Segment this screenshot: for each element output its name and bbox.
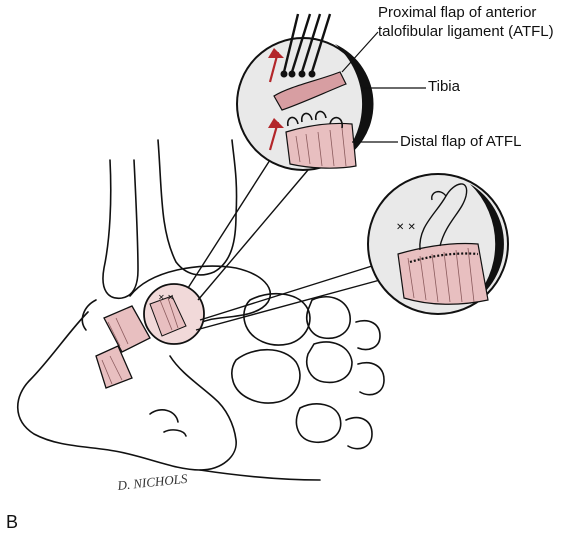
proximal-flap-label: Proximal flap of anterior xyxy=(378,4,537,21)
foot-bones-illustration xyxy=(17,139,385,481)
calcaneus-bone xyxy=(17,311,237,471)
cuboid-bone xyxy=(231,349,301,404)
artist-signature: D. NICHOLS xyxy=(116,471,189,493)
proximal-flap-label-line2: talofibular ligament (ATFL) xyxy=(378,23,554,40)
proximal-distal-flap-inset xyxy=(236,13,374,171)
distal-flap xyxy=(285,122,357,169)
repaired-ligament xyxy=(397,242,489,305)
label-leader-lines xyxy=(341,31,426,143)
repaired-atfl-inset: ✕ ✕ xyxy=(367,173,509,315)
red-direction-arrows xyxy=(268,48,284,151)
tibia-bone xyxy=(157,139,238,276)
proximal-flap xyxy=(273,71,347,111)
calcaneofibular-ligament xyxy=(95,345,133,389)
svg-text:D. NICHOLS: D. NICHOLS xyxy=(116,471,189,493)
panel-letter: B xyxy=(6,512,19,532)
svg-text:✕ ✕: ✕ ✕ xyxy=(158,293,174,302)
svg-text:✕ ✕: ✕ ✕ xyxy=(396,222,416,233)
magnification-connector-lines xyxy=(187,159,381,331)
distal-flap-label: Distal flap of ATFL xyxy=(400,133,522,150)
ankle-ligaments xyxy=(95,305,151,389)
fibula-bone xyxy=(102,159,139,299)
talus-bone xyxy=(129,265,271,341)
atfl-ligament-small xyxy=(103,305,151,353)
navicular-bone xyxy=(243,292,311,346)
ankle-detail-circle: ✕ ✕ xyxy=(143,283,205,345)
tibia-label: Tibia xyxy=(428,78,460,95)
